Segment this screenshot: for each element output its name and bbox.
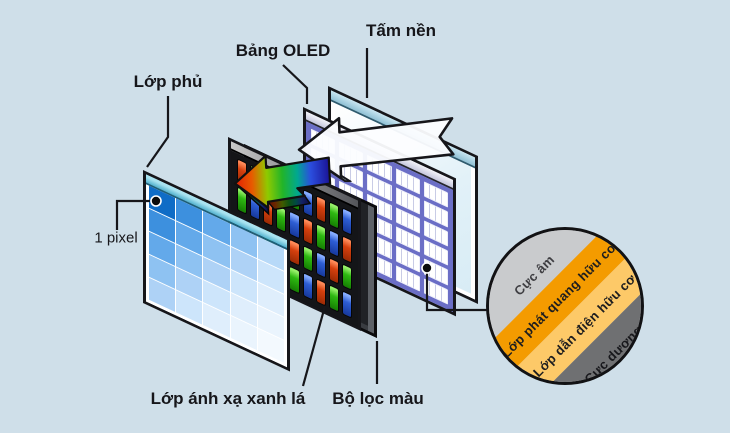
subpixel-bar [289, 210, 300, 239]
label-color-filter: Bộ lọc màu [332, 389, 424, 408]
oled-layer-bands: Cực âm Lớp phát quang hữu cơ Lớp dẫn điệ… [489, 230, 641, 382]
label-one-pixel: 1 pixel [94, 229, 138, 247]
subpixel-bar [302, 244, 313, 273]
label-green-reflection: Lớp ánh xạ xanh lá [150, 389, 306, 408]
subpixel-bar [315, 278, 326, 307]
label-coating: Lớp phủ [133, 72, 203, 91]
subpixel-bar [315, 250, 326, 279]
subpixel-bar [328, 284, 339, 313]
oled-layer-inset: Cực âm Lớp phát quang hữu cơ Lớp dẫn điệ… [486, 227, 644, 385]
subpixel-bar [341, 234, 352, 264]
label-oled-board: Bảng OLED [235, 41, 331, 60]
label-substrate: Tấm nền [366, 21, 436, 40]
subpixel-bar [341, 207, 352, 236]
subpixel-bar [315, 222, 326, 252]
subpixel-bar [328, 228, 339, 258]
subpixel-bar [302, 272, 313, 301]
subpixel-bar [289, 265, 300, 295]
subpixel-bar [302, 216, 313, 245]
subpixel-bar [341, 290, 352, 319]
subpixel-bar [289, 238, 300, 267]
rainbow-light-arrow-icon [231, 148, 334, 217]
subpixel-bar [341, 262, 352, 292]
subpixel-bar [328, 256, 339, 285]
